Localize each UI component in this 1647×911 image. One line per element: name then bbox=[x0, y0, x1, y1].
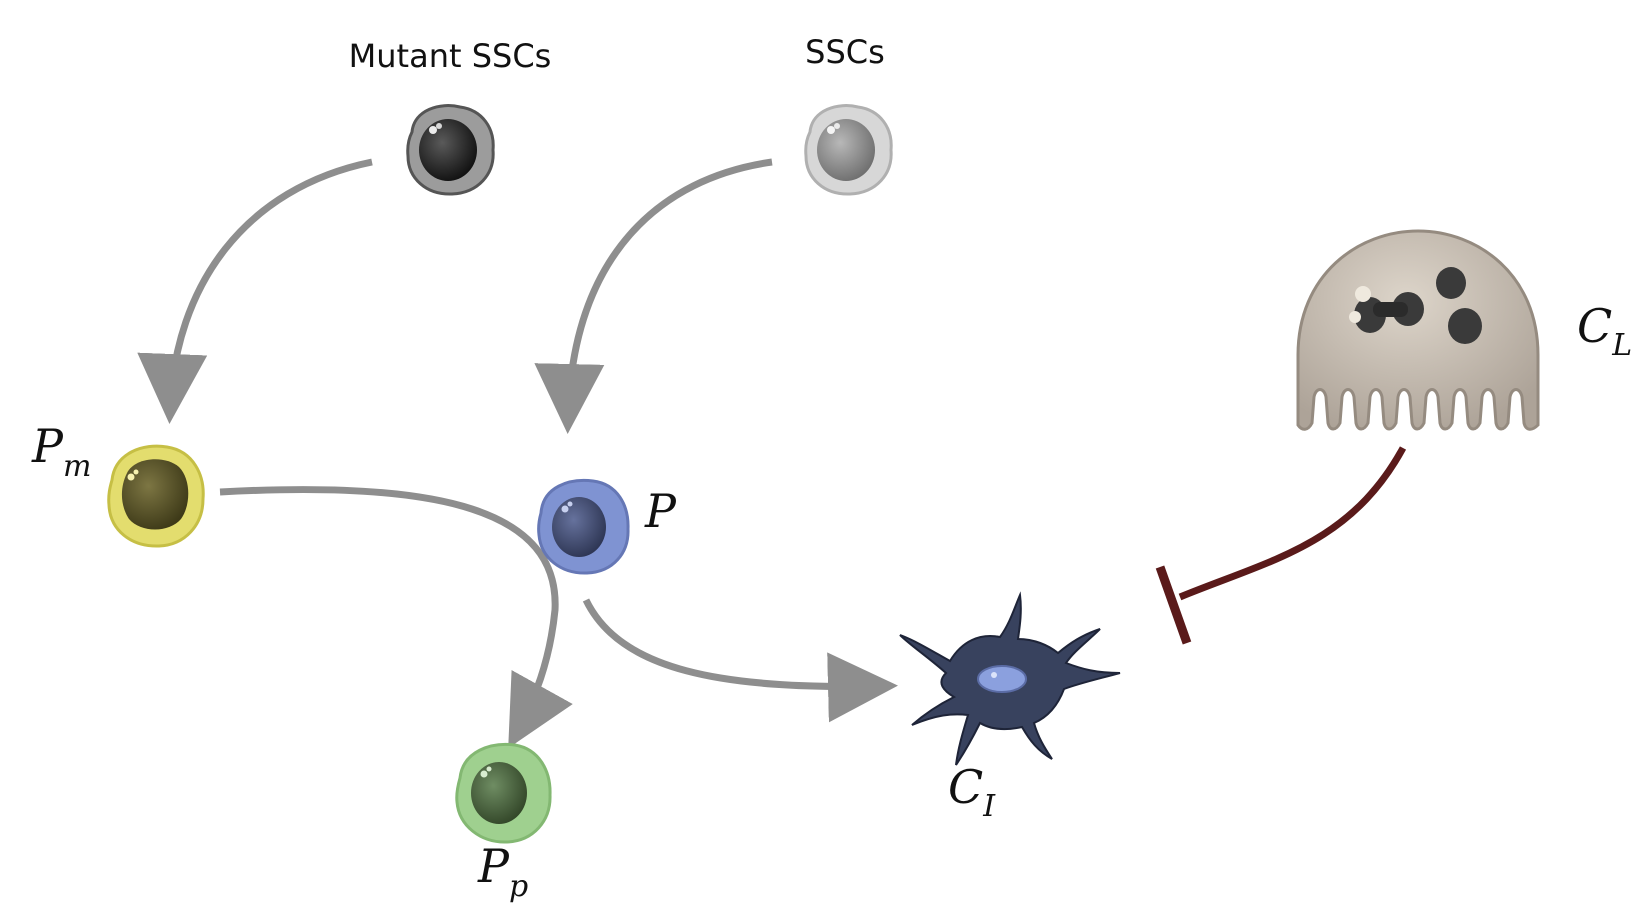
label-sscs: SSCs bbox=[805, 33, 885, 71]
arrow-pm-to-pp bbox=[219, 486, 573, 749]
label-p: P bbox=[644, 484, 677, 538]
label-cl-main: C bbox=[1577, 299, 1612, 353]
arrow-ssc-to-p bbox=[534, 158, 773, 434]
label-ci: CI bbox=[948, 760, 996, 824]
cl-cell-icon bbox=[1296, 229, 1540, 431]
label-pp-main: P bbox=[477, 839, 510, 893]
mutant-progenitor-cell-icon bbox=[107, 444, 205, 548]
label-pm-sub: m bbox=[63, 449, 91, 484]
arrow-mutant-ssc-to-pm bbox=[137, 158, 373, 424]
ci-cell-icon bbox=[899, 591, 1121, 766]
label-pp: Pp bbox=[477, 839, 528, 904]
inhibition-cl-to-ci bbox=[1178, 446, 1407, 601]
label-pm: Pm bbox=[31, 419, 91, 484]
mutant-ssc-cell-icon bbox=[406, 104, 495, 196]
label-pm-main: P bbox=[31, 419, 64, 473]
label-ci-sub: I bbox=[982, 789, 996, 824]
label-mutant-sscs: Mutant SSCs bbox=[349, 37, 552, 75]
inhibition-bar bbox=[1155, 565, 1192, 645]
label-cl-sub: L bbox=[1611, 328, 1632, 363]
progenitor-cell-icon bbox=[537, 478, 630, 575]
arrow-p-to-ci bbox=[582, 598, 898, 723]
label-ci-main: C bbox=[948, 760, 983, 814]
pp-cell-icon bbox=[455, 742, 552, 844]
label-cl: CL bbox=[1577, 299, 1632, 363]
label-pp-sub: p bbox=[509, 869, 528, 904]
ssc-cell-icon bbox=[804, 104, 893, 196]
